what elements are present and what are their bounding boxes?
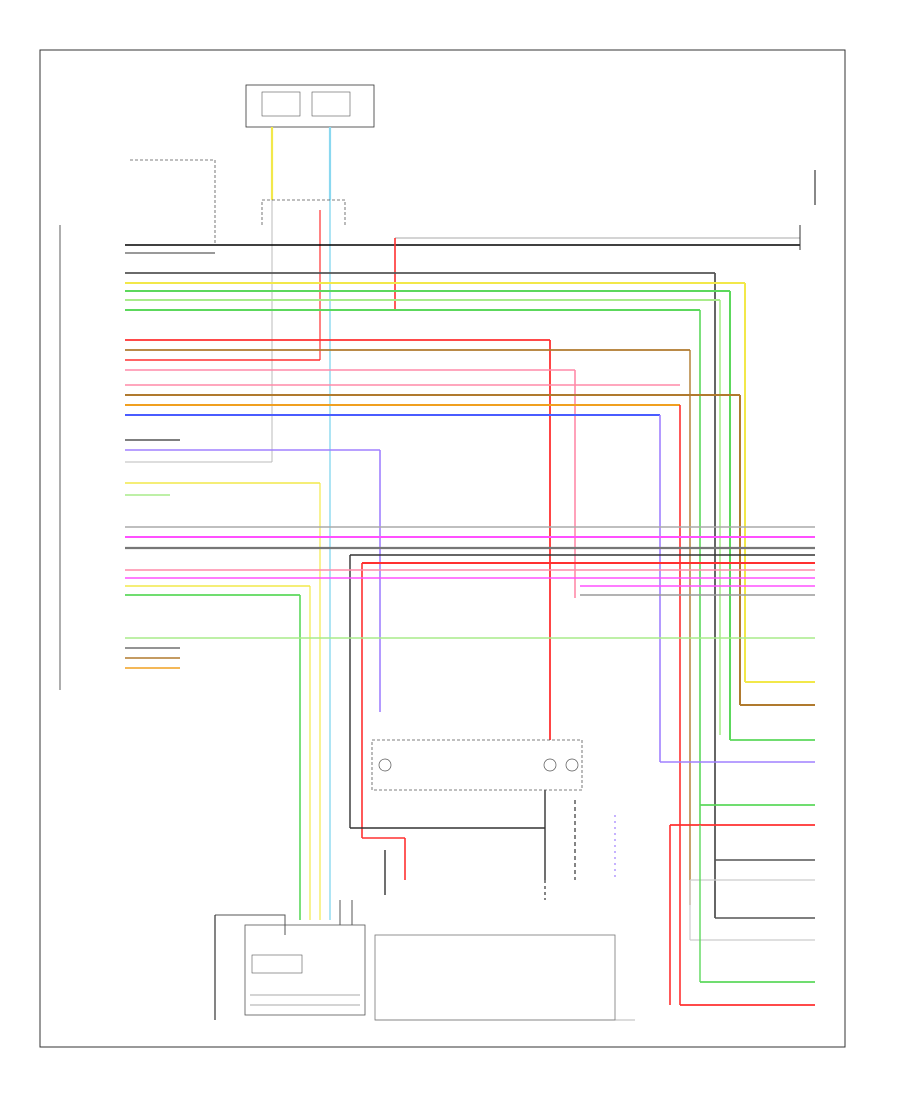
fuse-box	[245, 84, 375, 128]
ground-top	[130, 159, 216, 245]
steering-switch-unit	[371, 739, 583, 791]
antenna	[799, 170, 816, 250]
diagram-frame	[39, 49, 846, 1048]
fuse-feeds	[270, 127, 332, 920]
ground-left	[214, 914, 286, 1020]
dash-unit	[244, 924, 366, 1016]
steering-panel	[374, 934, 635, 1021]
junction	[261, 199, 346, 225]
harness-wires	[125, 237, 815, 1006]
